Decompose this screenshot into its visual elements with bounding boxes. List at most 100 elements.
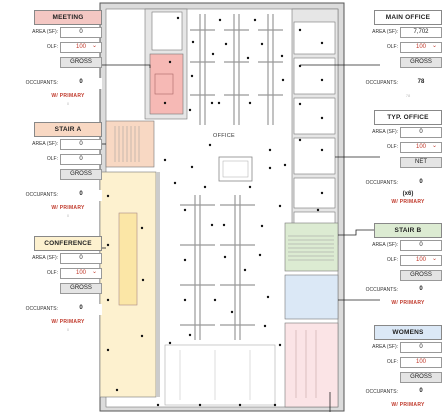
area-label: AREA (SF): — [32, 141, 58, 147]
main-office-occupants-value: 78 — [400, 78, 442, 89]
right-room-2 — [293, 57, 336, 95]
stair-a-treads — [114, 126, 140, 162]
lower-core-block — [164, 344, 276, 406]
stair-b-olf-select[interactable]: 100⌄ — [400, 255, 442, 266]
main-office-occupants-row: OCCUPANTS: 78 — [366, 76, 442, 91]
womens-stalls — [295, 330, 317, 398]
stair-b-area-input[interactable]: 0 — [400, 240, 442, 251]
typ-office-multiplier: (x6) — [402, 191, 414, 197]
meeting-olf-select[interactable]: 100 ⌄ — [60, 42, 102, 53]
typ-office-occupants-row: OCCUPANTS: 0 — [366, 176, 442, 191]
womens-card-title: WOMENS — [374, 325, 442, 340]
occupants-label: OCCUPANTS: — [25, 80, 58, 86]
conference-olf-row: OLF: 100⌄ — [34, 266, 102, 281]
stair-b-primary-note: W/ PRIMARY — [391, 300, 425, 306]
stair-a-ghost-value: 0 — [66, 213, 70, 218]
stair-b-room — [284, 222, 339, 272]
typ-office-olf-select[interactable]: 100 ⌄ — [400, 142, 442, 153]
womens-occupants-row: OCCUPANTS: 0 — [366, 385, 442, 400]
occupants-label: OCCUPANTS: — [25, 192, 58, 198]
conference-occupants-row: OCCUPANTS: 0 — [26, 302, 102, 317]
womens-load-button[interactable]: GROSS — [400, 372, 442, 383]
typ-office-primary-note: W/ PRIMARY — [391, 199, 425, 205]
womens-olf-row: OLF: 100 — [374, 355, 442, 370]
main-office-area-input[interactable]: 7,702 — [400, 27, 442, 38]
stair-a-area-input[interactable]: 0 — [60, 139, 102, 150]
meeting-card: MEETING AREA (SF): 0 OLF: 100⌄ GROSS OCC… — [26, 10, 102, 106]
chevron-down-icon: ⌄ — [431, 143, 437, 149]
conference-primary-note: W/ PRIMARY — [51, 319, 85, 325]
stair-b-occupants-value: 0 — [400, 285, 442, 296]
typ-office-area-input[interactable]: 0 — [400, 127, 442, 138]
olf-label: OLF: — [386, 44, 398, 50]
stair-a-occupants-row: OCCUPANTS: 0 — [26, 188, 102, 203]
meeting-area-row: AREA (SF): 0 — [32, 25, 102, 40]
office-central-table-inner — [222, 160, 249, 178]
stair-b-load-row: GROSS — [374, 268, 442, 283]
meeting-load-button[interactable]: GROSS — [60, 57, 102, 68]
womens-area-input[interactable]: 0 — [400, 342, 442, 353]
typ-office-olf-value: 100 — [415, 144, 426, 150]
stair-a-olf-input[interactable]: 0 — [60, 154, 102, 165]
olf-label: OLF: — [386, 257, 398, 263]
meeting-occupants-row: OCCUPANTS: 0 — [26, 76, 102, 91]
conference-olf-select[interactable]: 100 ⌄ — [60, 268, 102, 279]
meeting-olf-value: 100 — [75, 44, 86, 50]
main-office-card-title: MAIN OFFICE — [374, 10, 442, 25]
olf-label: OLF: — [46, 156, 58, 162]
meeting-occupants-value: 0 — [60, 78, 102, 89]
conference-olf-value: 100 — [75, 270, 86, 276]
conference-ghost-value: 0 — [66, 327, 70, 332]
stair-b-area-row: AREA (SF): 0 — [372, 238, 442, 253]
stair-b-olf-row: OLF: 100⌄ — [374, 253, 442, 268]
right-room-4 — [293, 137, 336, 175]
stair-a-load-button[interactable]: GROSS — [60, 169, 102, 180]
conference-load-button[interactable]: GROSS — [60, 283, 102, 294]
mens-room — [284, 274, 339, 320]
main-office-olf-select[interactable]: 100⌄ — [400, 42, 442, 53]
cubicles-upper — [190, 14, 283, 125]
stair-b-load-button[interactable]: GROSS — [400, 270, 442, 281]
right-room-1 — [293, 21, 336, 55]
typ-office-load-button[interactable]: NET — [400, 157, 442, 168]
meeting-olf-row: OLF: 100⌄ — [34, 40, 102, 55]
conference-area-input[interactable]: 0 — [60, 253, 102, 264]
area-label: AREA (SF): — [372, 129, 398, 135]
womens-olf-input[interactable]: 100 — [400, 357, 442, 368]
conference-area-row: AREA (SF): 0 — [32, 251, 102, 266]
chevron-down-icon: ⌄ — [91, 43, 97, 49]
stair-a-occupants-value: 0 — [60, 190, 102, 201]
chevron-down-icon: ⌄ — [91, 269, 97, 275]
conference-card-title: CONFERENCE — [34, 236, 102, 251]
meeting-room — [149, 53, 184, 115]
occupants-label: OCCUPANTS: — [365, 389, 398, 395]
typ-office-load-row: NET — [374, 155, 442, 170]
stair-a-primary-note: W/ PRIMARY — [51, 205, 85, 211]
meeting-load-row: GROSS — [34, 55, 102, 70]
chevron-down-icon: ⌄ — [431, 43, 437, 49]
main-office-card: MAIN OFFICE AREA (SF): 7,702 OLF: 100⌄ G… — [366, 10, 442, 98]
meeting-ghost-value: 0 — [66, 101, 70, 106]
chevron-down-icon: ⌄ — [431, 256, 437, 262]
stair-a-olf-row: OLF: 0 — [34, 152, 102, 167]
meeting-area-input[interactable]: 0 — [60, 27, 102, 38]
womens-card: WOMENS AREA (SF): 0 OLF: 100 GROSS OCCUP… — [366, 325, 442, 408]
main-office-load-button[interactable]: GROSS — [400, 57, 442, 68]
conference-occupants-value: 0 — [60, 304, 102, 315]
typ-office-area-row: AREA (SF): 0 — [372, 125, 442, 140]
occupant-markers — [106, 16, 324, 407]
olf-label: OLF: — [386, 144, 398, 150]
cubicles-lower — [180, 195, 255, 340]
meeting-card-title: MEETING — [34, 10, 102, 25]
olf-label: OLF: — [386, 359, 398, 365]
stair-b-card: STAIR B AREA (SF): 0 OLF: 100⌄ GROSS OCC… — [366, 223, 442, 306]
stair-a-load-row: GROSS — [34, 167, 102, 182]
occupants-label: OCCUPANTS: — [365, 287, 398, 293]
stair-b-treads — [288, 235, 334, 261]
occupants-label: OCCUPANTS: — [365, 180, 398, 186]
office-central-table — [218, 156, 253, 182]
womens-occupants-value: 0 — [400, 387, 442, 398]
womens-load-row: GROSS — [374, 370, 442, 385]
main-office-ghost-value: 78 — [405, 93, 411, 98]
